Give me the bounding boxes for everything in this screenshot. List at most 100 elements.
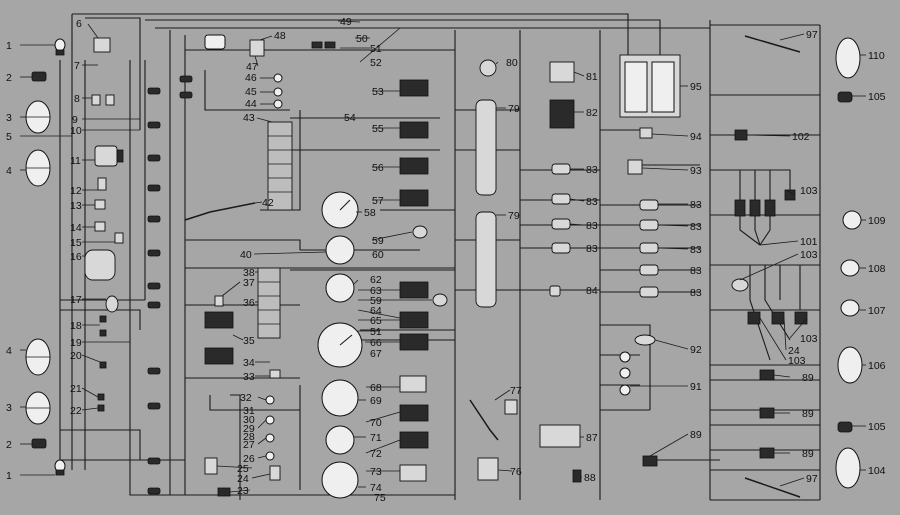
callout-17: 17	[70, 294, 82, 306]
callout-89-b: 89	[802, 408, 814, 420]
callout-73: 73	[370, 466, 382, 478]
callout-83-f: 83	[690, 221, 702, 233]
callout-25: 25	[237, 463, 249, 475]
callout-23: 23	[237, 485, 249, 497]
switch-35a	[204, 311, 234, 329]
callout-87: 87	[586, 432, 598, 444]
callout-68: 68	[370, 382, 382, 394]
gauge-60	[325, 235, 355, 265]
callout-64: 64	[370, 305, 382, 317]
lamp-108	[840, 259, 860, 277]
gauge-74	[321, 461, 359, 499]
callout-22: 22	[70, 405, 82, 417]
callout-1-bottom: 1	[6, 470, 12, 482]
callout-52: 52	[370, 57, 382, 69]
buzzer-80	[479, 59, 497, 77]
sensor-97-top	[744, 35, 801, 53]
callout-31: 31	[243, 405, 255, 417]
connector-105-bottom	[837, 421, 853, 433]
callout-97-top: 97	[806, 29, 818, 41]
callout-10: 10	[70, 125, 82, 137]
callout-21: 21	[70, 383, 82, 395]
lamp-104	[835, 447, 861, 489]
callout-49: 49	[340, 16, 352, 28]
lamp-109	[842, 210, 862, 230]
relay-65	[399, 311, 429, 329]
callout-18: 18	[70, 320, 82, 332]
callout-12: 12	[70, 185, 82, 197]
relay-81	[549, 61, 575, 83]
fuse-block-43	[267, 121, 293, 211]
callout-33: 33	[243, 371, 255, 383]
callout-24-right: 24	[788, 345, 800, 357]
relay-57	[399, 189, 429, 207]
callout-95: 95	[690, 81, 702, 93]
relay-6	[93, 37, 111, 53]
callout-37: 37	[243, 277, 255, 289]
callout-6: 6	[76, 18, 82, 30]
callout-5: 5	[6, 131, 12, 143]
callout-67: 67	[370, 348, 382, 360]
lamp-106	[837, 346, 863, 384]
callout-110: 110	[868, 50, 885, 62]
callout-74: 74	[370, 482, 382, 494]
callout-97-bottom: 97	[806, 473, 818, 485]
relay-55	[399, 121, 429, 139]
callout-7: 7	[74, 60, 80, 72]
callout-1-top: 1	[6, 40, 12, 52]
callout-76: 76	[510, 466, 522, 478]
callout-75: 75	[374, 492, 386, 504]
callout-94: 94	[690, 131, 702, 143]
callout-93: 93	[690, 165, 702, 177]
wiring	[59, 13, 821, 501]
callout-83-a: 83	[586, 164, 598, 176]
callout-8: 8	[74, 93, 80, 105]
callout-79-bottom: 79	[508, 210, 520, 222]
callout-51-mid: 51	[370, 326, 382, 338]
relay-63	[399, 281, 429, 299]
callout-83-h: 83	[690, 265, 702, 277]
callout-80: 80	[506, 57, 518, 69]
callout-45: 45	[245, 86, 257, 98]
relay-72	[399, 431, 429, 449]
fuse-box-79b	[475, 211, 497, 308]
callout-84: 84	[586, 285, 598, 297]
gauge-62	[325, 273, 355, 303]
callout-16: 16	[70, 251, 82, 263]
relay-56	[399, 157, 429, 175]
callout-4-top: 4	[6, 165, 12, 177]
callout-104: 104	[868, 465, 886, 477]
callout-27: 27	[243, 439, 255, 451]
callout-29: 29	[243, 423, 255, 435]
callout-103-b: 103	[800, 249, 818, 261]
callout-82: 82	[586, 107, 598, 119]
switch-35b	[204, 347, 234, 365]
callout-105-top: 105	[868, 91, 886, 103]
callout-38: 38	[243, 267, 255, 279]
callout-71: 71	[370, 432, 382, 444]
fuse-block-38	[257, 267, 281, 339]
callout-77: 77	[510, 385, 522, 397]
wiper-42	[184, 202, 256, 221]
lamp-110	[835, 37, 861, 79]
connector-2-bottom	[31, 438, 47, 449]
callout-43: 43	[243, 112, 255, 124]
callout-19: 19	[70, 337, 82, 349]
callout-91: 91	[690, 381, 702, 393]
callout-15: 15	[70, 237, 82, 249]
fuse-box-79a	[475, 99, 497, 196]
callout-69: 69	[370, 395, 382, 407]
callout-101: 101	[800, 236, 818, 248]
callout-24-left: 24	[237, 473, 249, 485]
callout-51-top: 51	[370, 43, 382, 55]
relay-70	[399, 404, 429, 422]
callout-59-mid: 59	[370, 295, 382, 307]
callout-105-bottom: 105	[868, 421, 886, 433]
callout-58: 58	[364, 207, 376, 219]
gauge-71	[325, 425, 355, 455]
callout-56: 56	[372, 162, 384, 174]
callout-4-bottom: 4	[6, 345, 12, 357]
callout-59-top: 59	[372, 235, 384, 247]
callout-53: 53	[372, 86, 384, 98]
